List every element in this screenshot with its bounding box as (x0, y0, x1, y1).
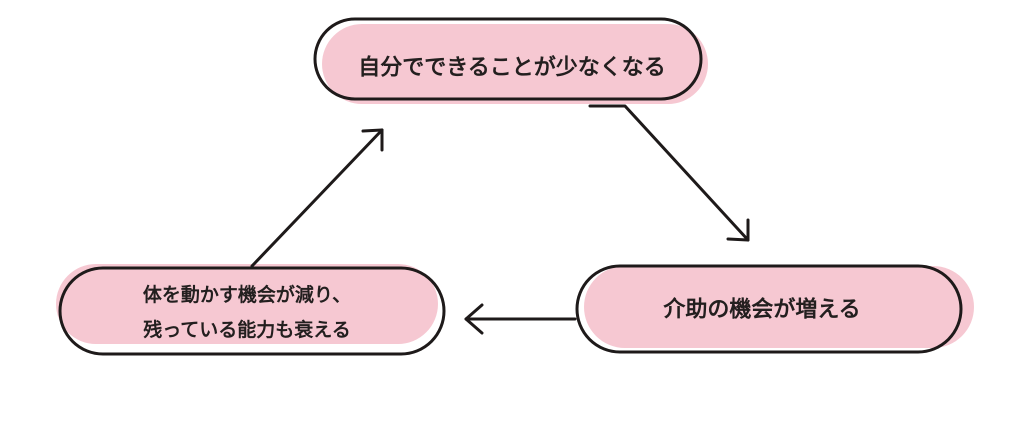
node-top-outline (313, 17, 703, 101)
node-left: 体を動かす機会が減り、 残っている能力も衰える (56, 264, 446, 356)
arrow-right-to-left (464, 303, 577, 335)
node-left-label-line1: 体を動かす機会が減り、 (143, 283, 351, 306)
node-top-label: 自分でできることが少なくなる (358, 55, 666, 81)
node-right: 介助の機会が増える (575, 264, 974, 354)
node-left-fill (56, 264, 438, 344)
node-top-fill (322, 24, 708, 104)
node-left-label-line2: 残っている能力も衰える (143, 318, 350, 341)
node-right-label: 介助の機会が増える (662, 297, 860, 323)
node-left-outline (58, 266, 446, 356)
node-right-outline (575, 264, 963, 354)
arrow-top-to-right (588, 104, 750, 242)
arrow-left-to-top (250, 128, 384, 268)
node-right-fill (584, 266, 974, 348)
node-top: 自分でできることが少なくなる (313, 17, 708, 104)
